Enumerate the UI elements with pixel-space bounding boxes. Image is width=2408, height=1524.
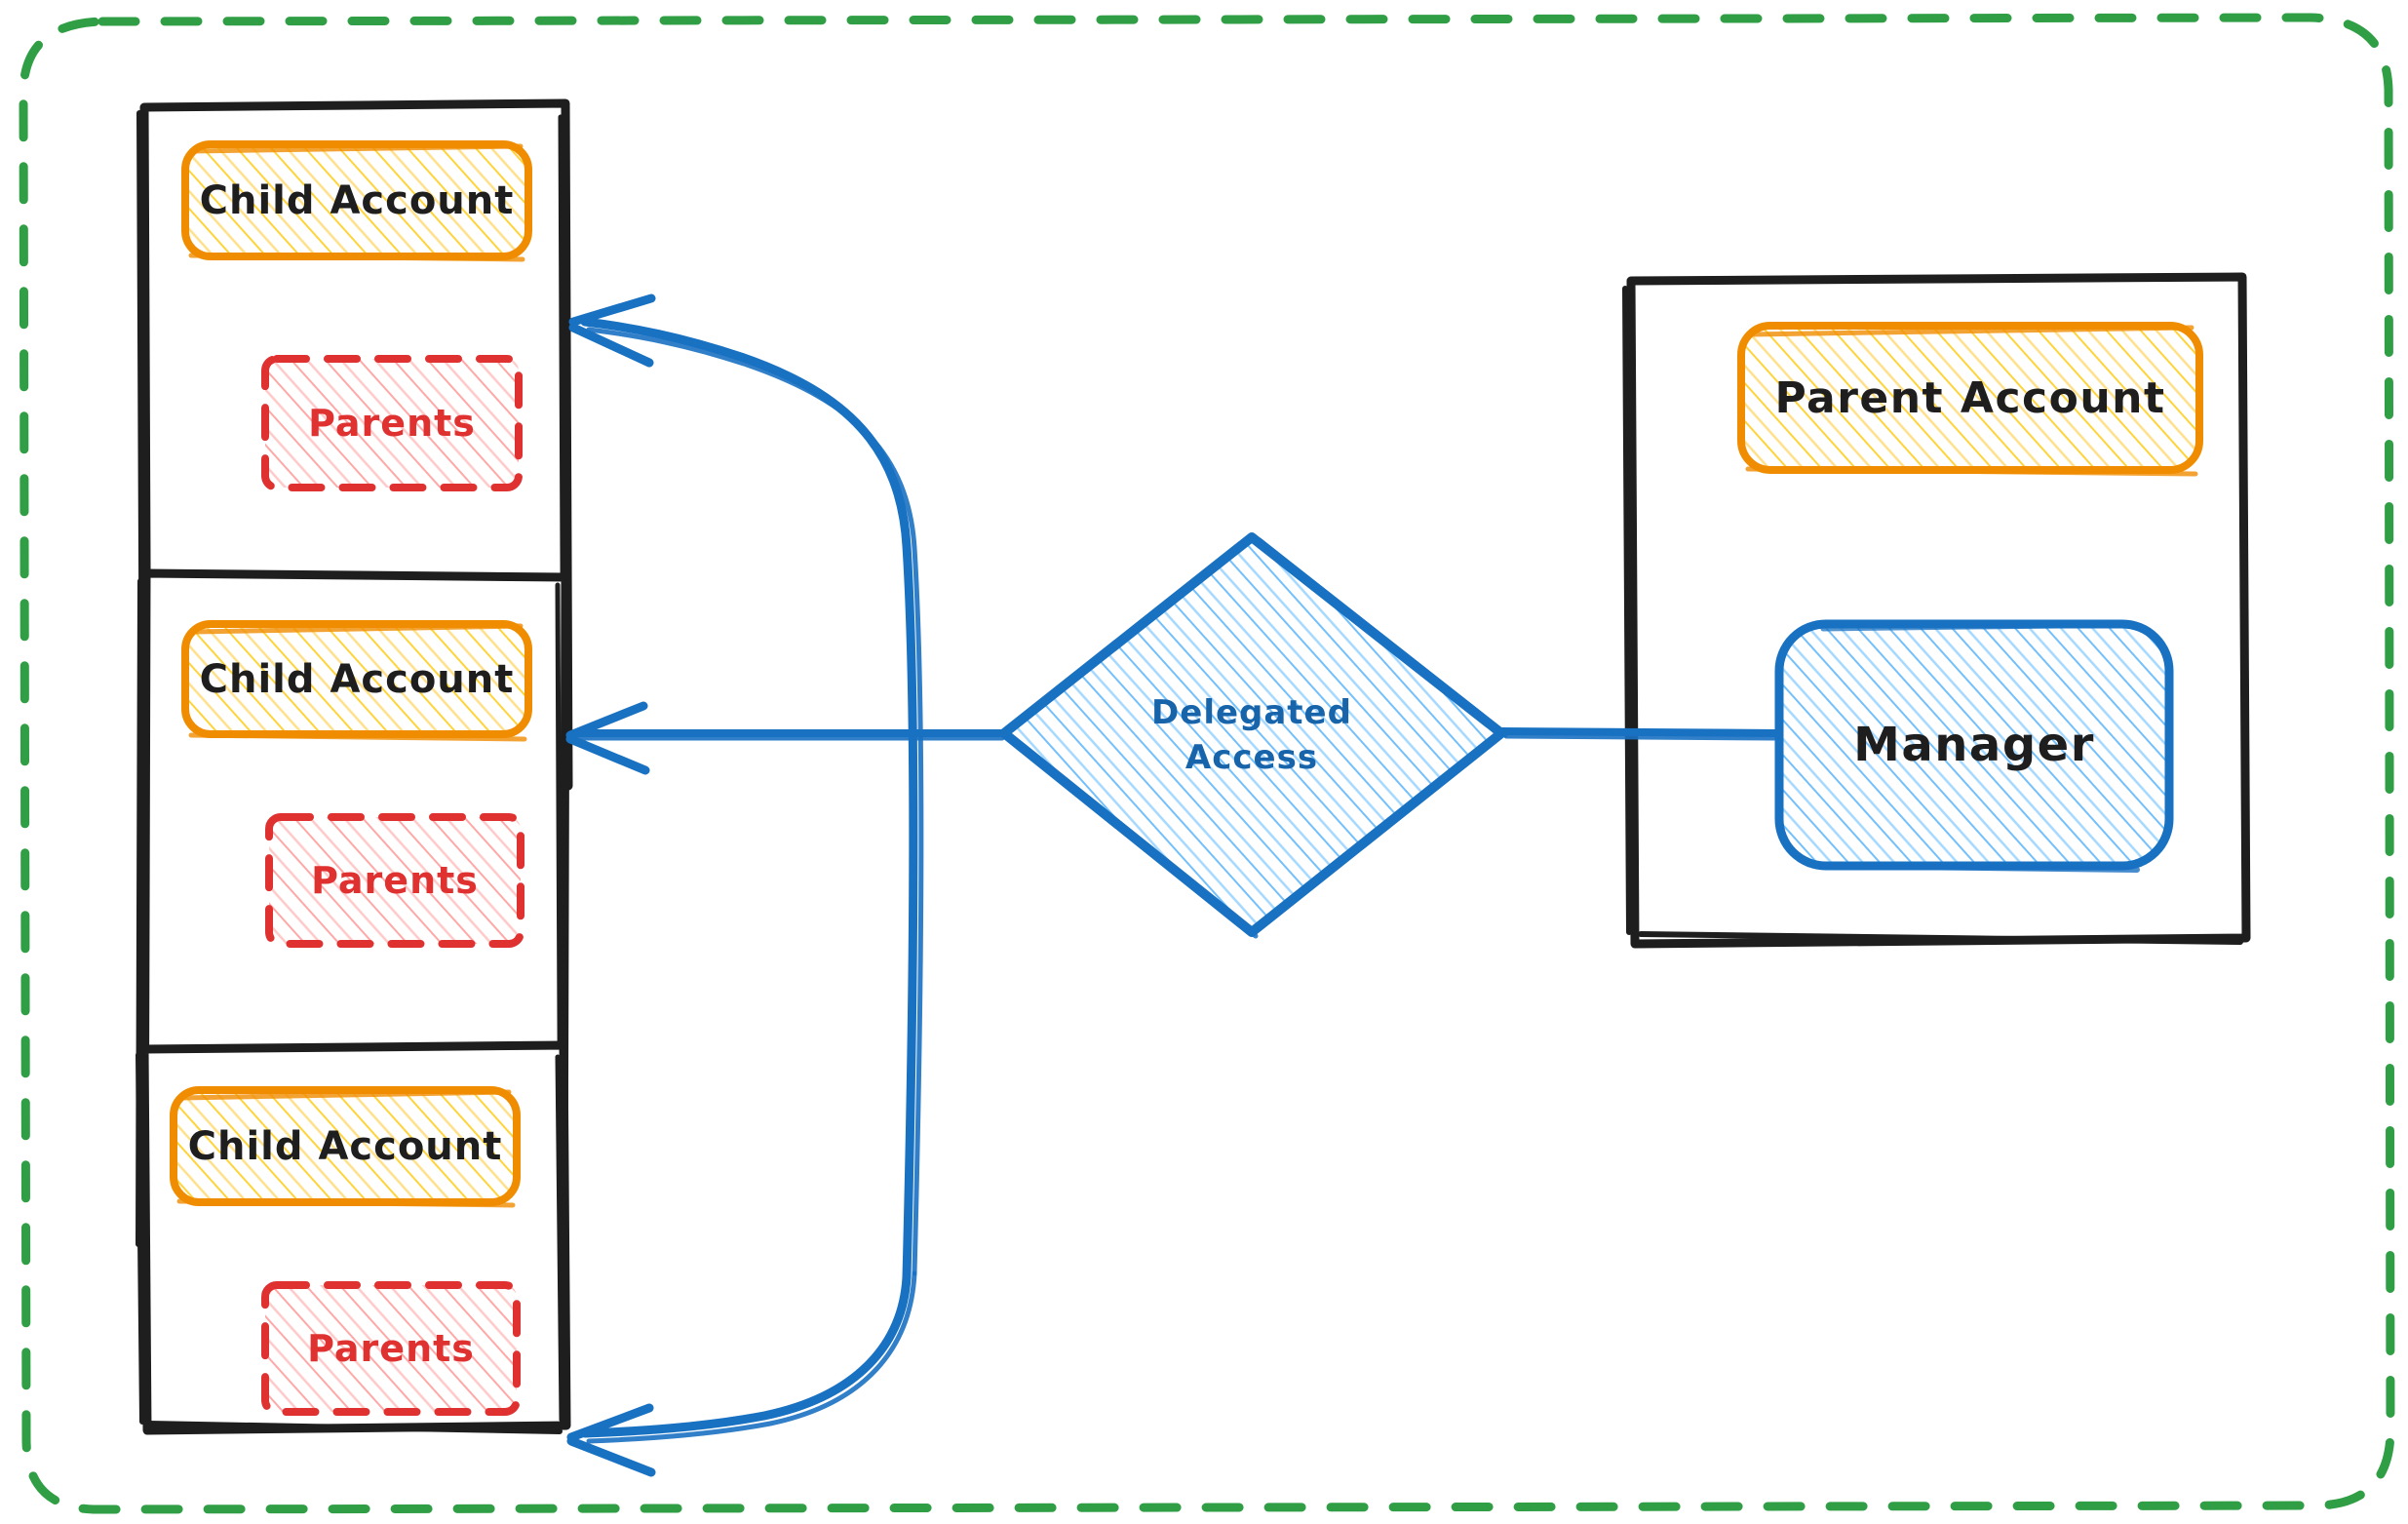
connector-delegated-to-child-1 xyxy=(568,293,924,1282)
outer-boundary xyxy=(19,13,2395,1514)
connector-manager-to-delegated xyxy=(1497,727,1782,741)
child-account-box-1 xyxy=(181,140,532,262)
parents-box-2 xyxy=(265,813,524,948)
manager-box xyxy=(1774,619,2174,873)
connector-delegated-to-child-3 xyxy=(566,1270,917,1477)
delegated-access-diamond xyxy=(999,532,1508,939)
child-account-box-3 xyxy=(170,1086,521,1208)
child-account-box-2 xyxy=(181,620,532,742)
parents-box-3 xyxy=(261,1281,521,1416)
parent-account-box xyxy=(1737,322,2203,477)
connector-delegated-to-child-2 xyxy=(565,701,1008,775)
parents-box-1 xyxy=(261,355,523,491)
